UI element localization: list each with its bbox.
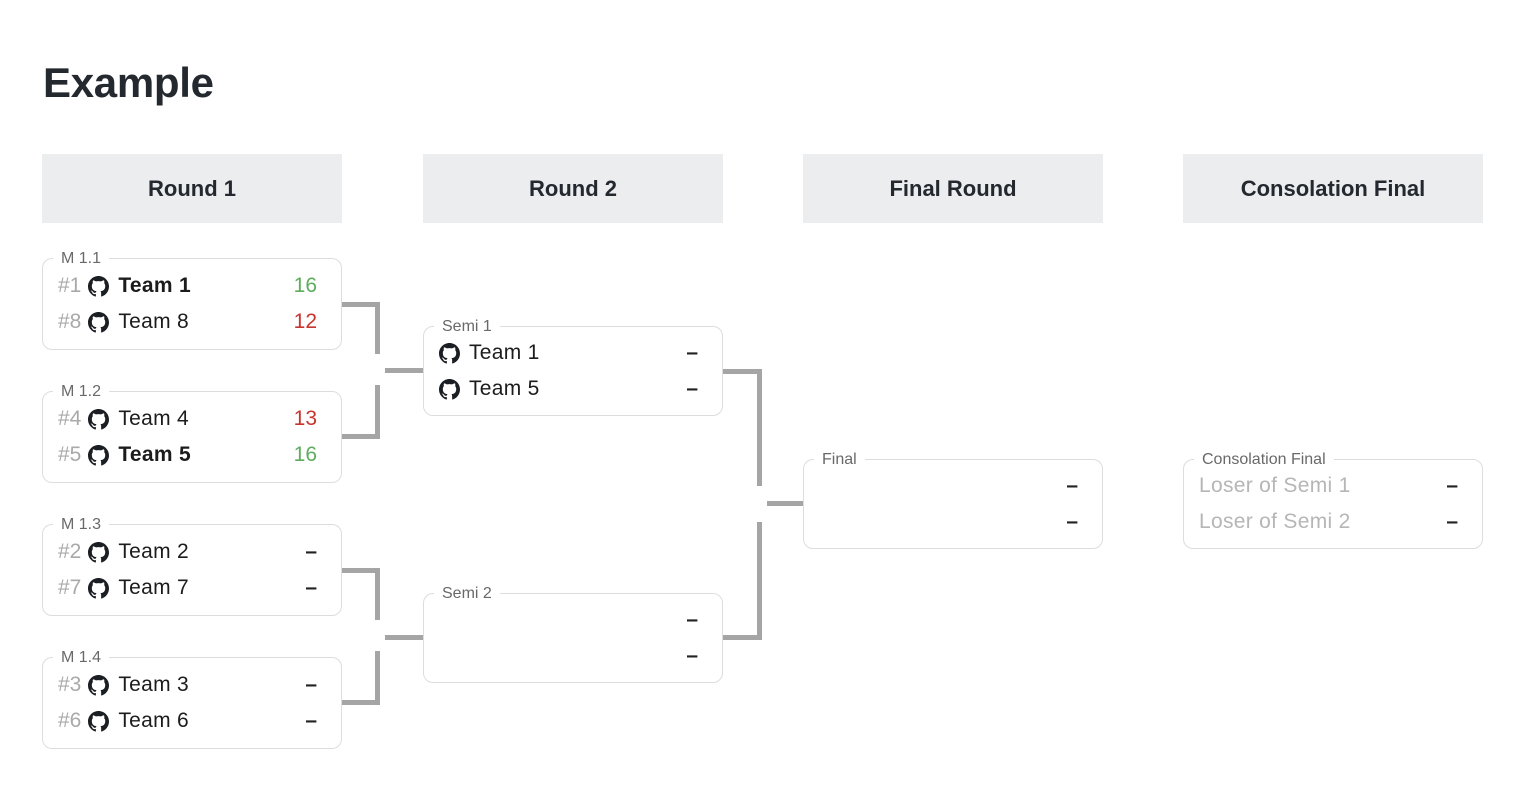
team-seed: #2 [58, 540, 82, 563]
team-score: – [1446, 510, 1458, 533]
github-icon[interactable] [88, 541, 110, 563]
team-seed: #4 [58, 407, 82, 430]
match-card-m1-2: M 1.2 #4 Team 4 13 #5 Team 5 16 [42, 381, 342, 483]
team-row: – [439, 638, 698, 674]
team-name[interactable]: Team 7 [118, 576, 190, 599]
team-seed: #5 [58, 443, 82, 466]
team-name[interactable]: Team 6 [118, 709, 190, 732]
github-icon[interactable] [88, 275, 110, 297]
team-name[interactable]: Team 2 [118, 540, 190, 563]
team-score: – [686, 341, 698, 364]
team-score: – [305, 576, 317, 599]
team-score: – [686, 644, 698, 667]
team-score: 16 [293, 443, 317, 466]
team-seed: #8 [58, 310, 82, 333]
team-row: #8 Team 8 12 [58, 304, 317, 340]
team-score: – [686, 608, 698, 631]
match-card-m1-3: M 1.3 #2 Team 2 – #7 Team 7 – [42, 514, 342, 616]
github-icon[interactable] [88, 577, 110, 599]
match-label: M 1.2 [53, 381, 110, 402]
team-seed: #6 [58, 709, 82, 732]
connector-m13-to-semi2 [342, 568, 380, 620]
team-row: – [819, 504, 1078, 540]
match-label: Semi 2 [434, 583, 500, 604]
connector-stub-final [767, 501, 803, 506]
team-name[interactable]: Team 5 [118, 443, 191, 466]
page-title: Example [43, 59, 214, 107]
team-row: #6 Team 6 – [58, 703, 317, 739]
match-label: Semi 1 [434, 316, 500, 337]
team-name[interactable]: Team 1 [118, 274, 191, 297]
github-icon[interactable] [88, 444, 110, 466]
team-row: #5 Team 5 16 [58, 437, 317, 473]
team-name-placeholder: Loser of Semi 1 [1199, 474, 1351, 497]
round-header-consolation-final: Consolation Final [1183, 154, 1483, 223]
team-score: – [305, 540, 317, 563]
github-icon[interactable] [439, 342, 460, 364]
team-row: Team 1 – [439, 335, 698, 371]
team-score: – [1066, 474, 1078, 497]
github-icon[interactable] [88, 311, 110, 333]
team-row: Loser of Semi 1 – [1199, 468, 1458, 504]
team-row: #1 Team 1 16 [58, 268, 317, 304]
team-row: – [439, 602, 698, 638]
github-icon[interactable] [88, 710, 110, 732]
team-row: Loser of Semi 2 – [1199, 504, 1458, 540]
team-row: Team 5 – [439, 371, 698, 407]
match-label: M 1.4 [53, 647, 110, 668]
match-label: M 1.3 [53, 514, 110, 535]
connector-stub-semi1 [385, 368, 423, 373]
match-card-m1-4: M 1.4 #3 Team 3 – #6 Team 6 – [42, 647, 342, 749]
match-card-semi-1: Semi 1 Team 1 – Team 5 – [423, 316, 723, 416]
match-label: Consolation Final [1194, 449, 1334, 470]
connector-semi1-to-final [722, 369, 762, 486]
connector-semi2-to-final [722, 522, 762, 640]
match-card-final: Final – – [803, 449, 1103, 549]
team-name[interactable]: Team 3 [118, 673, 190, 696]
match-label: Final [814, 449, 865, 470]
team-row: #7 Team 7 – [58, 570, 317, 606]
connector-m11-to-semi1 [342, 302, 380, 354]
connector-m14-to-semi2 [342, 651, 380, 705]
team-score: – [1066, 510, 1078, 533]
github-icon[interactable] [88, 674, 110, 696]
match-card-semi-2: Semi 2 – – [423, 583, 723, 683]
round-header-round-1: Round 1 [42, 154, 342, 223]
team-score: – [305, 709, 317, 732]
match-card-consolation-final: Consolation Final Loser of Semi 1 – Lose… [1183, 449, 1483, 549]
team-row: #3 Team 3 – [58, 667, 317, 703]
team-seed: #1 [58, 274, 82, 297]
team-score: – [686, 377, 698, 400]
team-name[interactable]: Team 5 [469, 377, 540, 400]
team-row: #2 Team 2 – [58, 534, 317, 570]
team-score: 13 [293, 407, 317, 430]
team-score: – [1446, 474, 1458, 497]
team-row: #4 Team 4 13 [58, 401, 317, 437]
round-header-round-2: Round 2 [423, 154, 723, 223]
github-icon[interactable] [439, 378, 460, 400]
team-name[interactable]: Team 4 [118, 407, 190, 430]
match-label: M 1.1 [53, 248, 110, 269]
team-seed: #7 [58, 576, 82, 599]
team-name[interactable]: Team 1 [469, 341, 540, 364]
team-name-placeholder: Loser of Semi 2 [1199, 510, 1351, 533]
team-score: – [305, 673, 317, 696]
github-icon[interactable] [88, 408, 110, 430]
connector-stub-semi2 [385, 635, 423, 640]
round-header-final-round: Final Round [803, 154, 1103, 223]
team-score: 16 [293, 274, 317, 297]
connector-m12-to-semi1 [342, 385, 380, 439]
team-name[interactable]: Team 8 [118, 310, 190, 333]
team-seed: #3 [58, 673, 82, 696]
team-score: 12 [293, 310, 317, 333]
team-row: – [819, 468, 1078, 504]
match-card-m1-1: M 1.1 #1 Team 1 16 #8 Team 8 12 [42, 248, 342, 350]
